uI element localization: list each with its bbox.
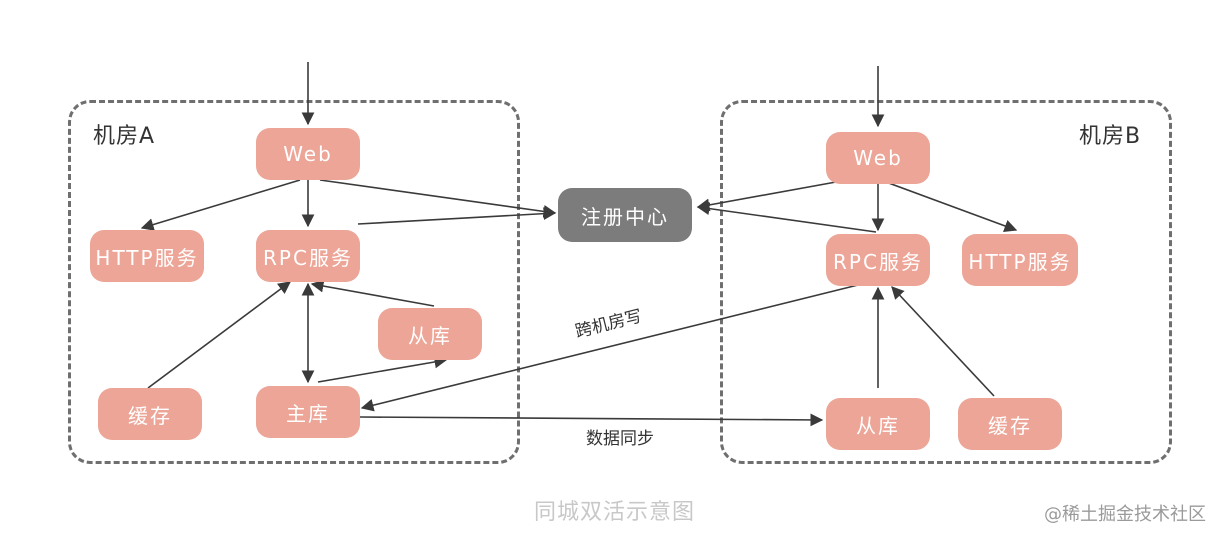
room-b-slave-db-node: 从库	[826, 398, 930, 450]
edge-b-rpc-registry	[696, 202, 877, 233]
edge-a-web-http	[140, 179, 301, 231]
watermark: @稀土掘金技术社区	[1044, 504, 1206, 525]
room-a-http-service-node: HTTP服务	[90, 230, 204, 282]
room-a-slave-db-node: 从库	[378, 308, 482, 360]
room-b-web-node: Web	[826, 132, 930, 184]
edge-b-web-http	[885, 181, 1018, 233]
edge-b-web-registry	[696, 181, 837, 212]
diagram-caption: 同城双活示意图	[534, 500, 696, 525]
edge-a-master-b-slave	[359, 413, 824, 427]
edge-a-rpc-registry	[357, 207, 557, 225]
room-a-web-node: Web	[256, 128, 360, 180]
edge-b-rpc-a-master	[360, 283, 863, 412]
room-a-cache-node: 缓存	[98, 388, 202, 440]
room-b-rpc-service-node: RPC服务	[826, 234, 930, 286]
room-a-rpc-service-node: RPC服务	[256, 230, 360, 282]
room-a-master-db-node: 主库	[256, 386, 360, 438]
room-b-http-service-node: HTTP服务	[962, 234, 1078, 286]
room-a-title: 机房A	[93, 124, 156, 149]
room-a-boundary	[68, 100, 520, 464]
room-b-cache-node: 缓存	[958, 398, 1062, 450]
edge-a-web-registry	[319, 179, 557, 218]
room-b-boundary	[720, 100, 1172, 464]
edge-a-cache-rpc	[147, 281, 292, 389]
edge-b-cache-rpc	[891, 286, 995, 397]
registry-center-node: 注册中心	[558, 188, 692, 242]
data-sync-label: 数据同步	[586, 429, 654, 449]
room-b-title: 机房B	[1079, 124, 1142, 149]
edge-a-master-slave	[317, 355, 448, 383]
edge-a-slave-rpc	[310, 279, 435, 307]
